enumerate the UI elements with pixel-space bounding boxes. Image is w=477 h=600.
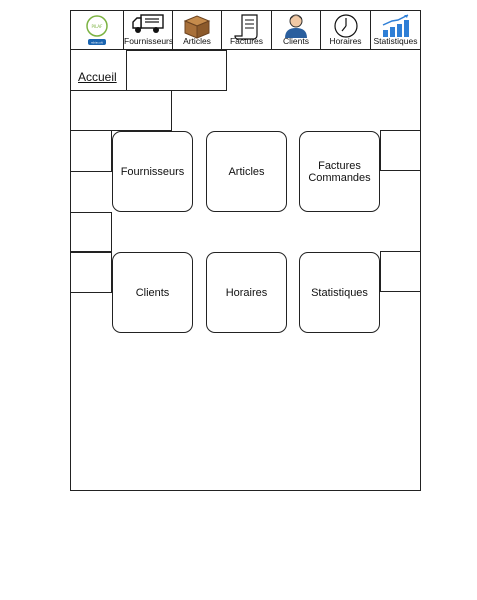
tile-clients[interactable]: Clients bbox=[112, 252, 193, 333]
tile-label: Clients bbox=[135, 286, 170, 299]
tile-label: Fournisseurs bbox=[120, 165, 185, 178]
tile-label: Factures Commandes bbox=[308, 159, 371, 184]
toolbar-label: Articles bbox=[183, 36, 211, 46]
tile-label: Statistiques bbox=[311, 286, 368, 299]
svg-text:ebiscuit: ebiscuit bbox=[91, 41, 104, 45]
toolbar-label: Clients bbox=[283, 36, 309, 46]
empty-panel bbox=[380, 251, 421, 292]
svg-text:PILAF: PILAF bbox=[91, 24, 103, 29]
empty-panel bbox=[126, 50, 227, 91]
tile-factures-commandes[interactable]: Factures Commandes bbox=[299, 131, 380, 212]
tile-horaires[interactable]: Horaires bbox=[206, 252, 287, 333]
logo-icon: PILAF ebiscuit bbox=[85, 15, 108, 45]
toolbar-label: Statistiques bbox=[373, 36, 418, 46]
clock-icon bbox=[333, 14, 358, 38]
receipt-icon bbox=[233, 14, 258, 40]
empty-panel bbox=[70, 130, 112, 172]
bar-chart-icon bbox=[382, 14, 409, 37]
empty-panel bbox=[70, 90, 172, 131]
truck-icon bbox=[132, 14, 164, 33]
tile-articles[interactable]: Articles bbox=[206, 131, 287, 212]
toolbar-factures[interactable]: Factures bbox=[222, 10, 272, 50]
app-logo[interactable]: PILAF ebiscuit bbox=[70, 10, 124, 50]
toolbar-label: Horaires bbox=[329, 36, 362, 46]
toolbar-horaires[interactable]: Horaires bbox=[321, 10, 371, 50]
tile-fournisseurs[interactable]: Fournisseurs bbox=[112, 131, 193, 212]
person-icon bbox=[285, 14, 307, 38]
box-icon bbox=[183, 15, 211, 39]
toolbar-label: Fournisseurs bbox=[124, 36, 174, 46]
empty-panel bbox=[380, 130, 421, 171]
empty-panel bbox=[70, 252, 112, 293]
app-frame bbox=[70, 10, 421, 491]
toolbar-label: Factures bbox=[229, 36, 264, 46]
empty-panel bbox=[70, 212, 112, 252]
tile-statistiques[interactable]: Statistiques bbox=[299, 252, 380, 333]
toolbar-articles[interactable]: Articles bbox=[173, 10, 222, 50]
tile-label: Horaires bbox=[225, 286, 268, 299]
tile-label: Articles bbox=[228, 165, 265, 178]
top-toolbar: PILAF ebiscuit Fournisseurs Articles bbox=[70, 10, 421, 51]
breadcrumb-home-link[interactable]: Accueil bbox=[78, 70, 117, 84]
toolbar-statistiques[interactable]: Statistiques bbox=[371, 10, 421, 50]
toolbar-fournisseurs[interactable]: Fournisseurs bbox=[124, 10, 173, 50]
toolbar-clients[interactable]: Clients bbox=[272, 10, 321, 50]
